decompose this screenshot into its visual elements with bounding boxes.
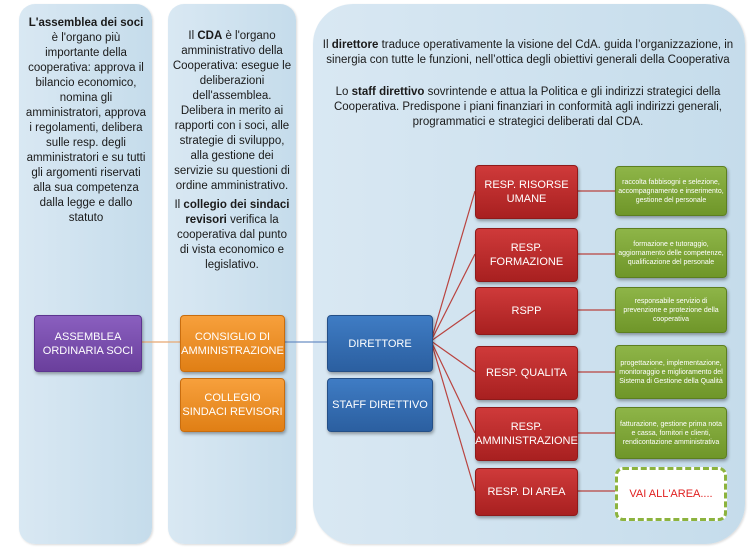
- qualita-desc: progettazione, implementazione, monitora…: [615, 345, 727, 399]
- staff-description: Lo staff direttivo sovrintende e attua l…: [322, 85, 734, 130]
- resp-qualita-box[interactable]: RESP. QUALITA: [475, 346, 578, 400]
- amministrazione-desc-text: fatturazione, gestione prima nota e cass…: [620, 420, 722, 446]
- resp-di-area-box[interactable]: RESP. DI AREA: [475, 468, 578, 516]
- soci-panel: [19, 4, 152, 544]
- collegio-description: Il collegio dei sindaci revisori verific…: [172, 198, 292, 273]
- dir-p2-post: sovrintende e attua la Politica e gli in…: [333, 86, 722, 128]
- resp-formazione-box[interactable]: RESP. FORMAZIONE: [475, 228, 578, 282]
- resp-formazione-label: RESP. FORMAZIONE: [489, 242, 564, 268]
- consiglio-box[interactable]: CONSIGLIO DI AMMINISTRAZIONE: [180, 315, 285, 372]
- soci-title: L'assemblea dei soci: [28, 17, 144, 29]
- resp-amministrazione-box[interactable]: RESP. AMMINISTRAZIONE: [475, 407, 578, 461]
- dir-p2-bold: staff direttivo: [351, 86, 425, 98]
- rspp-desc-text: responsabile servizio di prevenzione e p…: [623, 297, 719, 323]
- rspp-label: RSPP: [511, 305, 542, 317]
- qualita-desc-text: progettazione, implementazione, monitora…: [619, 359, 723, 385]
- cda-description: Il CDA è l'organo amministrativo della C…: [172, 29, 292, 194]
- cda-p2-bold: collegio dei sindaci revisori: [183, 199, 290, 226]
- resp-amministrazione-label: RESP. AMMINISTRAZIONE: [475, 421, 578, 447]
- cda-p2-pre: Il: [174, 199, 184, 211]
- dir-p1-bold: direttore: [331, 39, 379, 51]
- rspp-desc: responsabile servizio di prevenzione e p…: [615, 287, 727, 333]
- cda-p2-post: verifica la cooperativa dal punto di vis…: [177, 214, 287, 271]
- resp-risorse-umane-box[interactable]: RESP. RISORSE UMANE: [475, 165, 578, 219]
- resp-qualita-label: RESP. QUALITA: [486, 367, 567, 379]
- soci-description: L'assemblea dei soci è l'organo più impo…: [24, 16, 148, 226]
- collegio-label: COLLEGIO SINDACI REVISORI: [182, 392, 283, 418]
- cda-p1-pre: Il: [188, 30, 198, 42]
- dir-p2-pre: Lo: [335, 86, 352, 98]
- vai-area-label: VAI ALL'AREA....: [629, 488, 713, 500]
- dir-p1-post: traduce operativamente la visione del Cd…: [326, 39, 734, 66]
- soci-text: è l'organo più importante della cooperat…: [25, 32, 147, 224]
- resp-risorse-umane-label: RESP. RISORSE UMANE: [484, 179, 569, 205]
- collegio-box[interactable]: COLLEGIO SINDACI REVISORI: [180, 378, 285, 432]
- risorse-umane-desc: raccolta fabbisogni e selezione, accompa…: [615, 166, 727, 216]
- formazione-desc: formazione e tutoraggio, aggiornamento d…: [615, 228, 727, 278]
- cda-p1-post: è l'organo amministrativo della Cooperat…: [172, 30, 292, 192]
- formazione-desc-text: formazione e tutoraggio, aggiornamento d…: [618, 240, 724, 266]
- staff-label: STAFF DIRETTIVO: [332, 399, 428, 411]
- staff-box[interactable]: STAFF DIRETTIVO: [327, 378, 433, 432]
- cda-p1-bold: CDA: [197, 30, 223, 42]
- assemblea-box[interactable]: ASSEMBLEA ORDINARIA SOCI: [34, 315, 142, 372]
- resp-di-area-label: RESP. DI AREA: [487, 486, 566, 498]
- cda-panel: [168, 4, 296, 544]
- assemblea-label: ASSEMBLEA ORDINARIA SOCI: [42, 330, 134, 357]
- rspp-box[interactable]: RSPP: [475, 287, 578, 335]
- risorse-umane-desc-text: raccolta fabbisogni e selezione, accompa…: [618, 178, 724, 204]
- amministrazione-desc: fatturazione, gestione prima nota e cass…: [615, 407, 727, 459]
- dir-p1-pre: Il: [322, 39, 332, 51]
- direttore-description: Il direttore traduce operativamente la v…: [322, 38, 734, 68]
- direttore-box[interactable]: DIRETTORE: [327, 315, 433, 372]
- vai-area-link[interactable]: VAI ALL'AREA....: [615, 467, 727, 521]
- direttore-label: DIRETTORE: [348, 337, 412, 350]
- consiglio-label: CONSIGLIO DI AMMINISTRAZIONE: [181, 330, 284, 357]
